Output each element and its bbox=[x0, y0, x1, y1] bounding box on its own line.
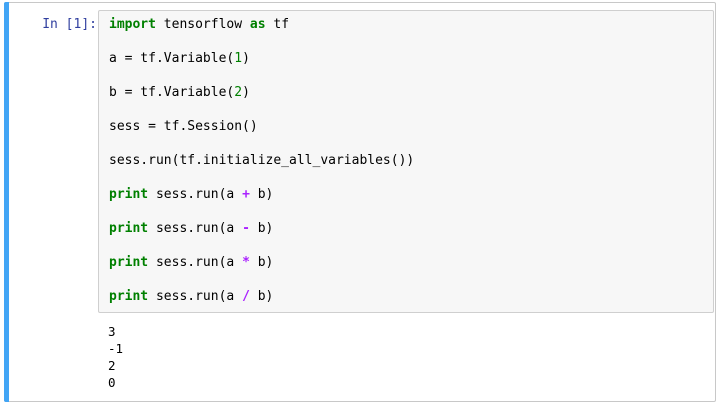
code-text: sess.run(a bbox=[148, 221, 243, 236]
code-cell[interactable]: In [1]: import tensorflow as tf a = tf.V… bbox=[4, 2, 716, 402]
number-literal: 2 bbox=[234, 85, 243, 100]
keyword-import: import bbox=[109, 17, 156, 32]
code-text: b) bbox=[249, 289, 274, 304]
code-line-9: print sess.run(a / b) bbox=[109, 288, 273, 306]
keyword-print: print bbox=[109, 255, 149, 270]
code-line-7: print sess.run(a - b) bbox=[109, 220, 273, 238]
operator-plus: + bbox=[242, 187, 250, 202]
code-text: b) bbox=[249, 221, 274, 236]
code-text: b) bbox=[249, 255, 274, 270]
number-literal: 1 bbox=[234, 51, 243, 66]
keyword-print: print bbox=[109, 289, 149, 304]
code-line-1: import tensorflow as tf bbox=[109, 16, 289, 34]
code-editor[interactable]: import tensorflow as tf a = tf.Variable(… bbox=[98, 10, 714, 313]
output-line: 0 bbox=[108, 375, 116, 390]
code-text: tf bbox=[265, 17, 290, 32]
code-line-6: print sess.run(a + b) bbox=[109, 186, 273, 204]
output-line: -1 bbox=[108, 341, 124, 356]
code-line-4: sess = tf.Session() bbox=[109, 119, 258, 134]
keyword-as: as bbox=[249, 17, 266, 32]
operator-divide: / bbox=[242, 289, 250, 304]
code-text: b = tf.Variable( bbox=[109, 85, 235, 100]
code-line-2: a = tf.Variable(1) bbox=[109, 50, 250, 68]
input-prompt: In [1]: bbox=[42, 17, 97, 32]
code-text: tensorflow bbox=[155, 17, 250, 32]
code-text: b) bbox=[249, 187, 274, 202]
operator-multiply: * bbox=[242, 255, 250, 270]
code-text: sess.run(a bbox=[148, 289, 243, 304]
code-text: sess.run(a bbox=[148, 255, 243, 270]
operator-minus: - bbox=[242, 221, 250, 236]
cell-output: 3 -1 2 0 bbox=[108, 323, 123, 391]
code-text: ) bbox=[242, 85, 250, 100]
output-line: 3 bbox=[108, 324, 116, 339]
code-line-8: print sess.run(a * b) bbox=[109, 254, 273, 272]
keyword-print: print bbox=[109, 187, 149, 202]
code-text: ) bbox=[242, 51, 250, 66]
code-line-3: b = tf.Variable(2) bbox=[109, 84, 250, 102]
code-text: sess.run(a bbox=[148, 187, 243, 202]
keyword-print: print bbox=[109, 221, 149, 236]
code-line-5: sess.run(tf.initialize_all_variables()) bbox=[109, 153, 415, 168]
code-text: a = tf.Variable( bbox=[109, 51, 235, 66]
cell-selected-indicator bbox=[4, 2, 9, 402]
output-line: 2 bbox=[108, 358, 116, 373]
